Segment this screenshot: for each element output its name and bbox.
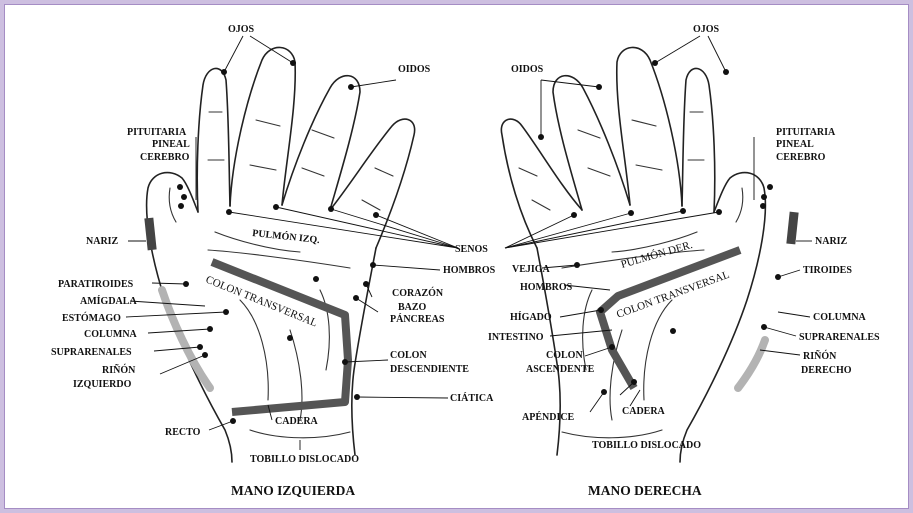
label-columna-left: COLUMNA	[84, 329, 138, 340]
label-ojos-right: OJOS	[693, 24, 720, 35]
label-suprarenales-left: SUPRARENALES	[51, 347, 132, 358]
label-cadera-left: CADERA	[275, 416, 319, 427]
left-hand	[144, 47, 414, 462]
label-hombros-right: HOMBROS	[520, 282, 573, 293]
label-oidos-right: OIDOS	[511, 64, 544, 75]
label-pituitaria-left: PITUITARIA	[127, 127, 187, 138]
left-hand-labels: OJOS OIDOS PITUITARIA PINEAL CEREBRO NAR…	[51, 24, 496, 498]
label-izquierdo: IZQUIERDO	[73, 379, 132, 390]
label-pineal-right: PINEAL	[776, 139, 814, 150]
label-oidos-left: OIDOS	[398, 64, 431, 75]
label-colon-left: COLON	[390, 350, 427, 361]
title-mano-izquierda: MANO IZQUIERDA	[231, 483, 355, 498]
label-rinon-right: RIÑÓN	[803, 350, 837, 362]
label-pulmon-izq: PULMÓN IZQ.	[252, 227, 321, 246]
label-recto: RECTO	[165, 427, 201, 438]
label-higado: HÍGADO	[510, 311, 552, 323]
label-vejiga: VEJIGA	[512, 264, 551, 275]
label-estomago: ESTÓMAGO	[62, 312, 121, 324]
label-pituitaria-right: PITUITARIA	[776, 127, 836, 138]
label-hombros-left: HOMBROS	[443, 265, 496, 276]
label-nariz-left: NARIZ	[86, 236, 119, 247]
label-suprarenales-right: SUPRARENALES	[799, 332, 880, 343]
label-cerebro-left: CEREBRO	[140, 152, 190, 163]
label-pulmon-der: PULMÓN DER.	[620, 239, 695, 271]
label-columna-right: COLUMNA	[813, 312, 867, 323]
label-cerebro-right: CEREBRO	[776, 152, 826, 163]
label-descendiente: DESCENDIENTE	[390, 364, 469, 375]
label-ojos-left: OJOS	[228, 24, 255, 35]
label-derecho: DERECHO	[801, 365, 852, 376]
label-apendice: APÉNDICE	[522, 411, 575, 423]
label-amigdala: AMÍGDALA	[80, 295, 137, 307]
label-ciatica: CIÁTICA	[450, 392, 494, 404]
label-rinon-left: RIÑÓN	[102, 364, 136, 376]
label-cadera-right: CADERA	[622, 406, 666, 417]
label-pineal-left: PINEAL	[152, 139, 190, 150]
label-intestino: INTESTINO	[488, 332, 544, 343]
label-tobillo-right: TOBILLO DISLOCADO	[592, 440, 701, 451]
label-colon-right: COLON	[546, 350, 583, 361]
title-mano-derecha: MANO DERECHA	[588, 483, 702, 498]
label-corazon: CORAZÓN	[392, 287, 444, 299]
label-paratiroides: PARATIROIDES	[58, 279, 134, 290]
right-hand-labels: OJOS OIDOS PITUITARIA PINEAL CEREBRO NAR…	[488, 24, 880, 498]
label-bazo: BAZO	[398, 302, 427, 313]
label-senos: SENOS	[455, 244, 488, 255]
label-tiroides: TIROIDES	[803, 265, 852, 276]
label-tobillo-left: TOBILLO DISLOCADO	[250, 454, 359, 465]
label-nariz-right: NARIZ	[815, 236, 848, 247]
label-pancreas: PÁNCREAS	[390, 313, 445, 325]
label-ascendente: ASCENDENTE	[526, 364, 595, 375]
